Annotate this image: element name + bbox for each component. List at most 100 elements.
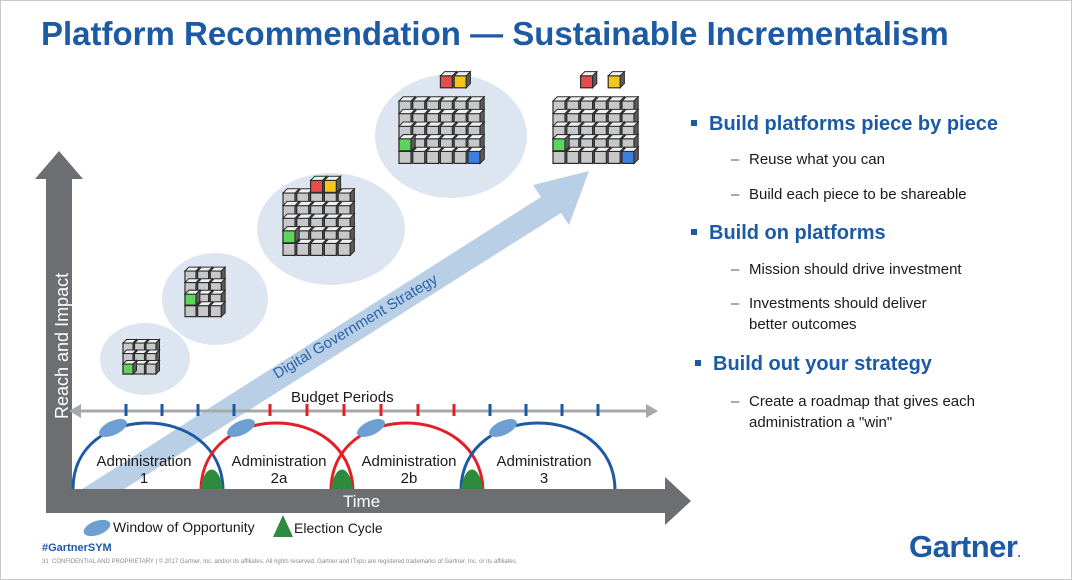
administration-2b-number: 2b xyxy=(401,470,418,487)
cube-block-side xyxy=(479,145,485,165)
cube-block-side xyxy=(592,70,598,90)
administration-2a-name: Administration xyxy=(231,453,326,470)
cube-block xyxy=(323,242,337,256)
cube-block xyxy=(296,242,310,256)
cube-block xyxy=(310,242,324,256)
window-of-opportunity-2b xyxy=(357,419,385,437)
cube-block xyxy=(439,75,453,89)
cube-block-side xyxy=(155,359,160,376)
bullet-sub-3-1: –Create a roadmap that gives each admini… xyxy=(731,393,975,431)
administration-2a-number: 2a xyxy=(271,470,288,487)
cube-block-side xyxy=(633,145,639,165)
cube-block xyxy=(552,150,566,164)
cube-block xyxy=(566,150,580,164)
cube-block xyxy=(439,150,453,164)
cube-block xyxy=(282,242,296,256)
cube-cluster-large xyxy=(281,174,356,257)
y-axis-label: Reach and Impact xyxy=(52,273,72,419)
window-of-opportunity-2a xyxy=(227,419,255,437)
window-of-opportunity-3 xyxy=(489,419,517,437)
budget-period-ticks xyxy=(124,404,600,416)
administration-2b-name: Administration xyxy=(361,453,456,470)
administration-1-name: Administration xyxy=(96,453,191,470)
cube-block-side xyxy=(294,225,300,245)
cube-block xyxy=(579,75,594,89)
page-number: 31 xyxy=(42,559,49,565)
window-of-opportunity-legend-icon xyxy=(83,519,111,537)
cube-cluster-larger xyxy=(397,70,486,165)
x-axis-label: Time xyxy=(343,492,380,511)
x-axis-arrowhead xyxy=(665,477,691,525)
cube-block-side xyxy=(335,174,342,194)
cube-block xyxy=(552,138,566,152)
budget-periods-label: Budget Periods xyxy=(291,389,394,406)
bullet-sub-1-1: –Reuse what you can xyxy=(731,151,885,168)
cube-block xyxy=(209,305,222,318)
y-axis-arrowhead xyxy=(35,151,83,179)
administration-3: Administration 3 xyxy=(459,419,617,490)
budget-arrow-left xyxy=(69,404,81,418)
cube-block xyxy=(184,293,197,306)
cube-block xyxy=(412,150,426,164)
budget-tick xyxy=(379,404,383,416)
cube-block xyxy=(398,150,412,164)
cube-block-side xyxy=(195,289,201,307)
budget-tick xyxy=(524,404,528,416)
x-axis-shaft xyxy=(46,489,668,513)
cube-block xyxy=(453,150,467,164)
cube-block xyxy=(398,138,412,152)
cube-block xyxy=(607,75,621,89)
bullet-square-icon xyxy=(695,359,701,366)
strategy-label: Digital Government Strategy xyxy=(270,271,441,383)
legal-text: CONFIDENTIAL AND PROPRIETARY | © 2017 Ga… xyxy=(52,559,518,565)
gartner-logo: Gartner. xyxy=(909,529,1021,564)
cube-cluster-complete xyxy=(551,70,640,165)
cube-block-side xyxy=(465,70,471,90)
bullet-heading-2: Build on platforms xyxy=(691,222,886,245)
bullet-sub-2-2: –Investments should deliver better outco… xyxy=(731,295,927,333)
cube-block xyxy=(593,150,608,164)
administration-3-number: 3 xyxy=(540,470,548,487)
cube-block xyxy=(467,150,481,164)
cube-block-side xyxy=(132,359,137,376)
cube-cluster-small xyxy=(121,338,161,376)
y-axis-shaft xyxy=(46,176,72,506)
budget-tick xyxy=(124,404,128,416)
administration-3-name: Administration xyxy=(496,453,591,470)
budget-tick xyxy=(232,404,236,416)
election-cycle-1 xyxy=(201,469,223,489)
window-of-opportunity-1 xyxy=(99,419,127,437)
cube-block xyxy=(337,242,351,256)
footer-legal: 31 CONFIDENTIAL AND PROPRIETARY | © 2017… xyxy=(42,559,517,565)
cube-block xyxy=(426,150,440,164)
cube-block xyxy=(197,305,210,318)
election-cycle-2 xyxy=(331,469,353,489)
strategy-arrow xyxy=(79,171,589,505)
bullet-sub-2-1: –Mission should drive investment xyxy=(731,261,962,278)
administration-2b: Administration 2b xyxy=(329,419,485,490)
slide-title: Platform Recommendation — Sustainable In… xyxy=(41,15,949,52)
bullet-square-icon xyxy=(691,228,697,235)
budget-tick xyxy=(196,404,200,416)
cube-block xyxy=(184,305,197,318)
budget-tick xyxy=(596,404,600,416)
diagram: Digital Government Strategy Reach and Im… xyxy=(35,70,691,537)
budget-arrow-right xyxy=(646,404,658,418)
cube-block xyxy=(122,363,134,375)
event-hashtag: #GartnerSYM xyxy=(42,542,112,554)
cube-block xyxy=(323,179,337,193)
election-cycle-legend-icon xyxy=(273,515,293,537)
administration-2a: Administration 2a xyxy=(199,419,355,490)
budget-tick xyxy=(305,404,309,416)
budget-tick xyxy=(416,404,420,416)
legend-election-label: Election Cycle xyxy=(294,520,383,536)
cube-block xyxy=(145,363,157,375)
cube-block xyxy=(621,150,635,164)
cube-block xyxy=(282,230,296,244)
budget-tick xyxy=(342,404,346,416)
legend-window-label: Window of Opportunity xyxy=(113,519,255,535)
budget-tick xyxy=(268,404,272,416)
bullet-heading-3: Build out your strategy xyxy=(695,353,932,376)
bullet-heading-1: Build platforms piece by piece xyxy=(691,113,998,136)
